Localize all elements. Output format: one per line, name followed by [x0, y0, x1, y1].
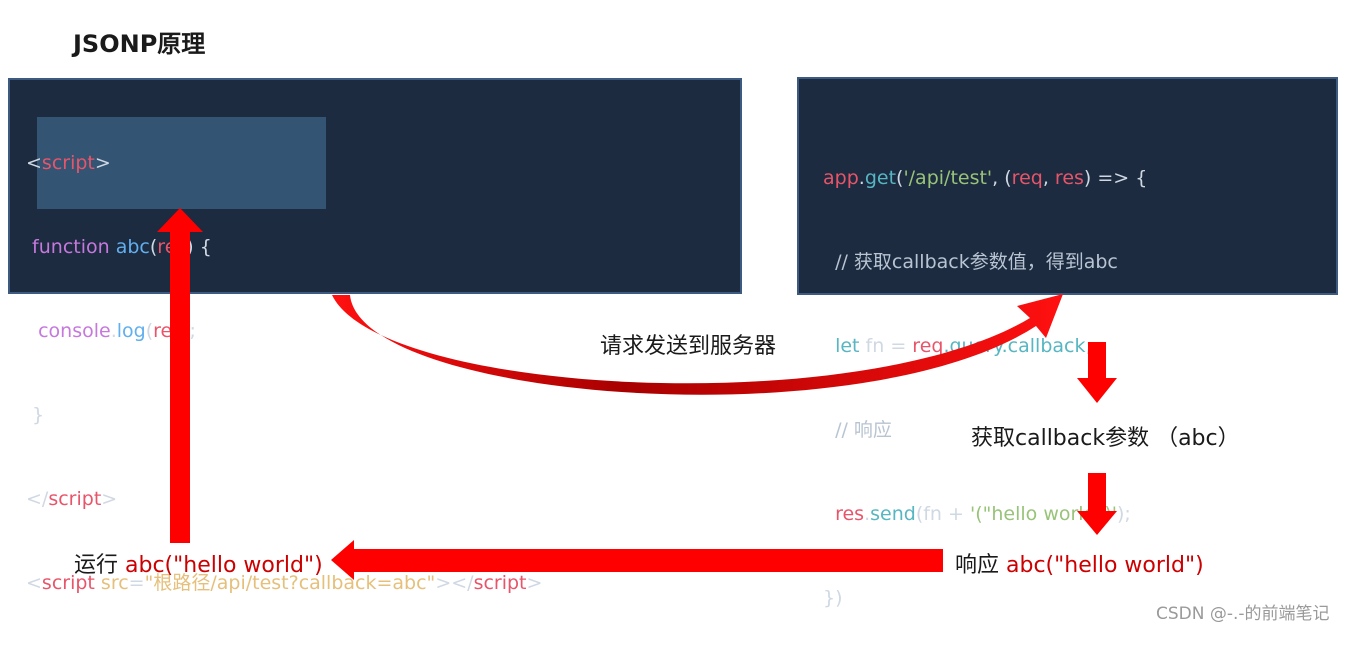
code-token: . [858, 167, 865, 189]
code-token: res [1054, 167, 1084, 189]
code-token: ( [145, 320, 154, 342]
code-token: script [473, 572, 527, 594]
code-token: res [835, 503, 865, 525]
code-token: app [823, 167, 859, 189]
code-token: ( [149, 236, 158, 258]
server-code-box: app.get('/api/test', (req, res) => { // … [797, 77, 1338, 609]
execute-up-arrow [157, 208, 203, 543]
code-line: function abc(res) { [26, 233, 542, 261]
code-token: , [1042, 167, 1055, 189]
request-label: 请求发送到服务器 [600, 334, 777, 359]
code-token: . [110, 320, 117, 342]
code-token: src [100, 572, 129, 594]
code-token: script [41, 152, 95, 174]
run-prefix: 运行 [74, 553, 125, 578]
code-token: < [26, 572, 42, 594]
code-token: script [41, 572, 95, 594]
code-token: send [870, 503, 916, 525]
code-token: . [864, 503, 871, 525]
code-token: (fn + [915, 503, 970, 525]
respond-code: abc("hello world") [1006, 553, 1204, 578]
code-token: fn = [859, 335, 913, 357]
code-token: "根路径/api/test?callback=abc" [144, 572, 436, 594]
code-token: let [835, 335, 860, 357]
code-token: req [912, 335, 944, 357]
code-token: function [32, 236, 110, 258]
respond-label: 响应 abc("hello world") [955, 547, 1204, 579]
code-token: > [101, 488, 118, 510]
code-token: ( [896, 167, 904, 189]
code-line: <script src="根路径/api/test?callback=abc">… [26, 569, 542, 597]
code-token: > [94, 152, 111, 174]
code-token: </ [26, 488, 49, 510]
code-token: < [26, 152, 42, 174]
code-token: > [526, 572, 543, 594]
response-left-arrow [331, 540, 943, 580]
code-token: console [38, 320, 111, 342]
code-token: log [116, 320, 146, 342]
function-highlight [37, 117, 326, 209]
run-label: 运行 abc("hello world") [74, 547, 323, 579]
code-token: req [1011, 167, 1043, 189]
watermark: CSDN @-.-的前端笔记 [1156, 604, 1330, 624]
down-arrow-1 [1077, 342, 1117, 403]
code-token: } [32, 404, 45, 426]
code-token: ); [1117, 503, 1131, 525]
code-line: // 响应 [823, 419, 892, 441]
code-token: '/api/test' [903, 167, 993, 189]
client-code-box: <script> function abc(res) { console.log… [8, 78, 742, 594]
code-line: // 获取callback参数值，得到abc [823, 251, 1118, 273]
code-token: abc [115, 236, 150, 258]
code-line: <script> [26, 149, 542, 177]
get-param-label: 获取callback参数 （abc） [971, 426, 1240, 451]
down-arrow-2 [1077, 473, 1117, 535]
flow-arrows [157, 208, 1117, 580]
code-token: script [48, 488, 102, 510]
code-token: get [864, 167, 897, 189]
code-line: } [26, 401, 542, 429]
code-line: </script> [26, 485, 542, 513]
code-token: ></ [435, 572, 474, 594]
run-code: abc("hello world") [125, 553, 323, 578]
client-code: <script> function abc(res) { console.log… [26, 93, 542, 653]
page-title: JSONP原理 [73, 30, 206, 58]
code-line: }) [823, 587, 843, 609]
code-token: ) => { [1083, 167, 1148, 189]
respond-prefix: 响应 [955, 553, 1006, 578]
code-token: = [128, 572, 145, 594]
request-curve-arrow [332, 294, 1063, 395]
code-line: app.get('/api/test', (req, res) => { [823, 164, 1147, 192]
code-token: , ( [992, 167, 1012, 189]
